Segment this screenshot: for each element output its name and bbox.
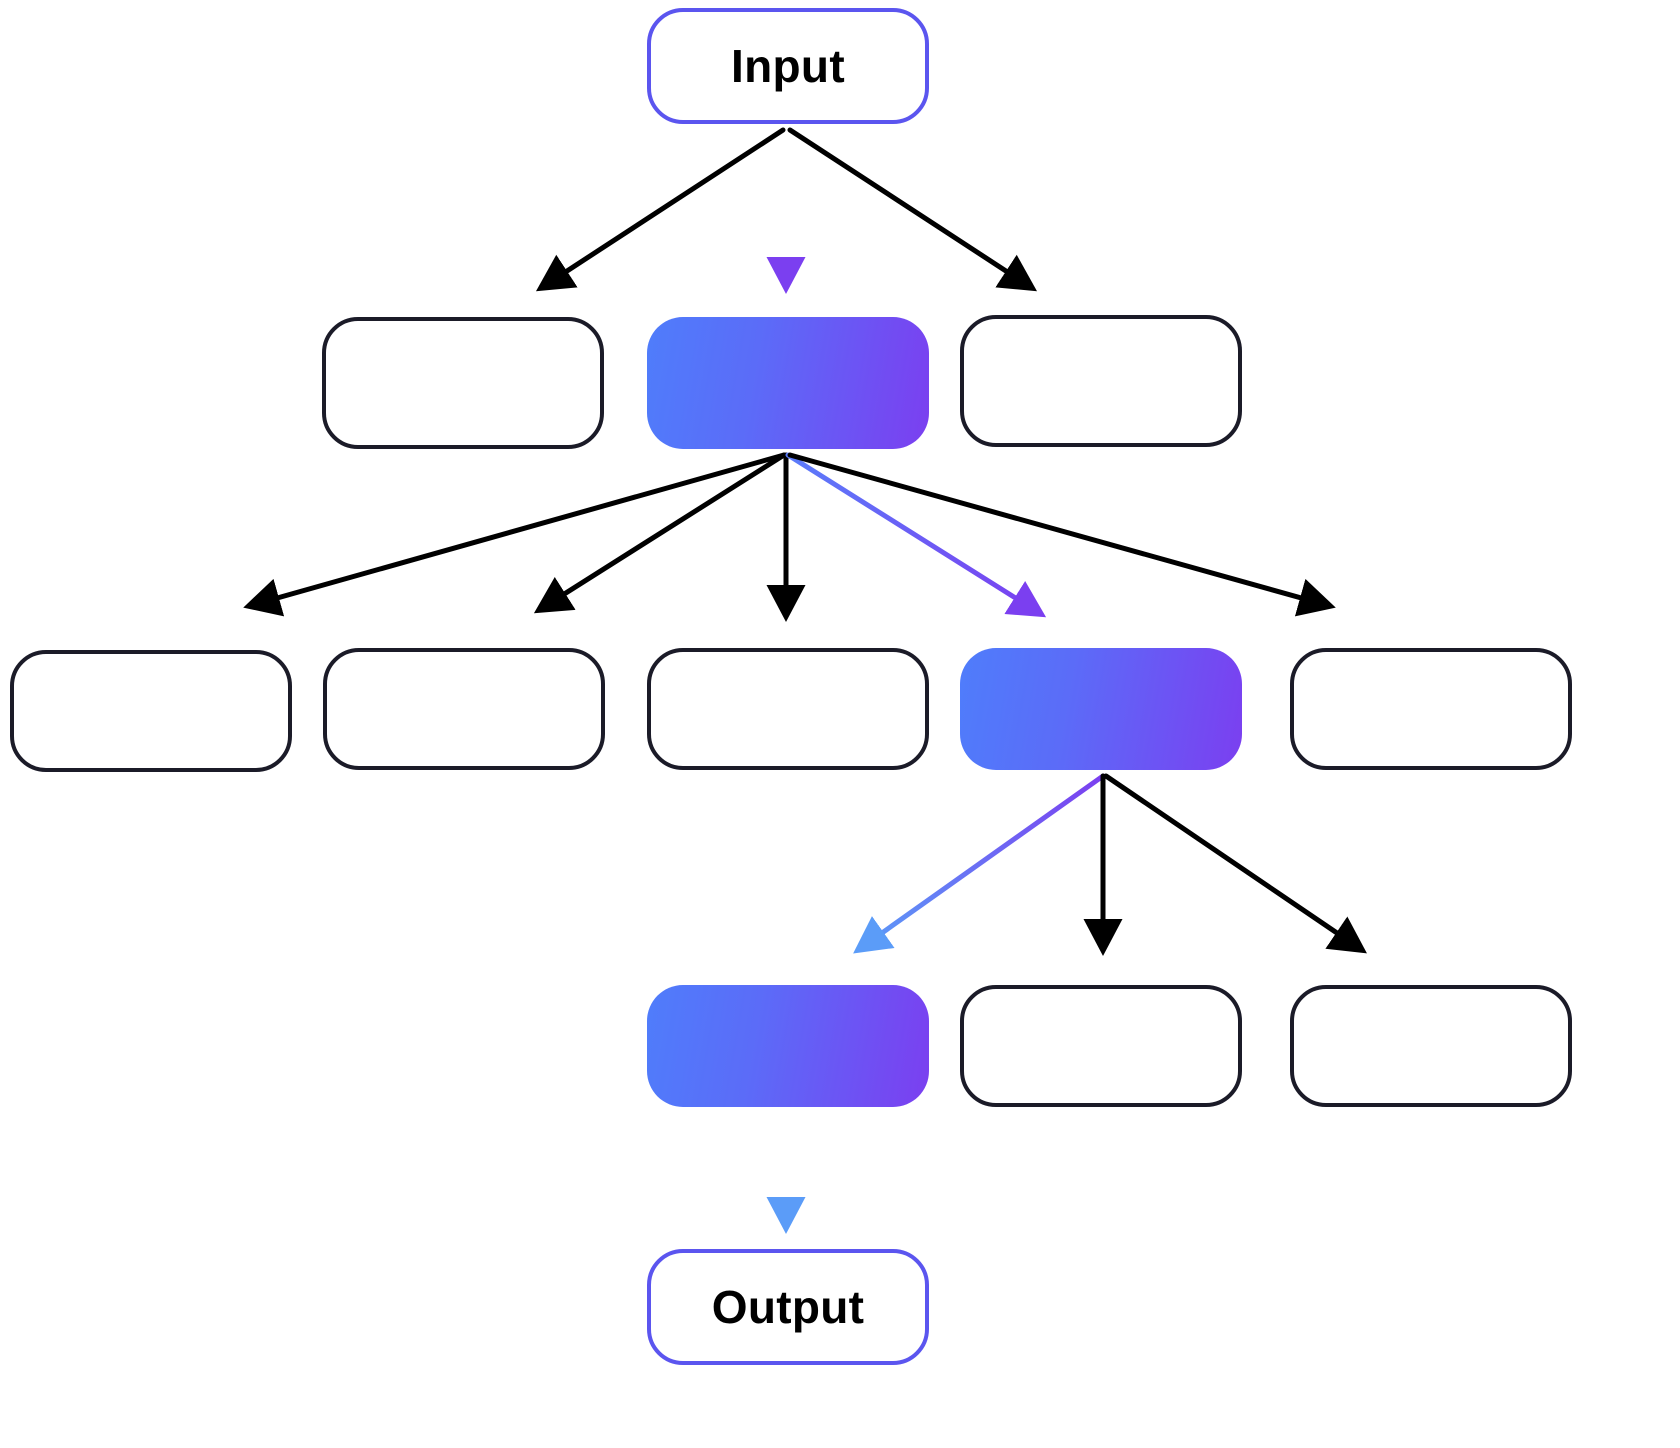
edge-l1b-l2e (787, 452, 1336, 617)
node-l2a[interactable] (10, 650, 292, 772)
node-l1b-active[interactable] (647, 317, 929, 449)
node-l2b[interactable] (323, 648, 605, 770)
node-l1a[interactable] (322, 317, 604, 449)
edge-l1b-l2d (785, 452, 1047, 618)
edge-input-l1c (787, 127, 1038, 292)
node-l3c[interactable] (1290, 985, 1572, 1107)
node-l2e[interactable] (1290, 648, 1572, 770)
node-input[interactable]: Input (647, 8, 929, 124)
edge-l1b-l2b (533, 452, 787, 614)
node-l3b[interactable] (960, 985, 1242, 1107)
node-l3a-active[interactable] (647, 985, 929, 1107)
node-input-label: Input (731, 40, 845, 92)
node-l1c[interactable] (960, 315, 1242, 447)
node-l2c[interactable] (647, 648, 929, 770)
node-output[interactable]: Output (647, 1249, 929, 1365)
node-l2d-active[interactable] (960, 648, 1242, 770)
edge-l2d-l3a (853, 773, 1106, 954)
node-output-label: Output (711, 1281, 865, 1333)
edge-l2d-l3c (1103, 773, 1367, 954)
edge-l1b-l2a (243, 452, 787, 617)
edge-input-l1a (535, 127, 786, 292)
